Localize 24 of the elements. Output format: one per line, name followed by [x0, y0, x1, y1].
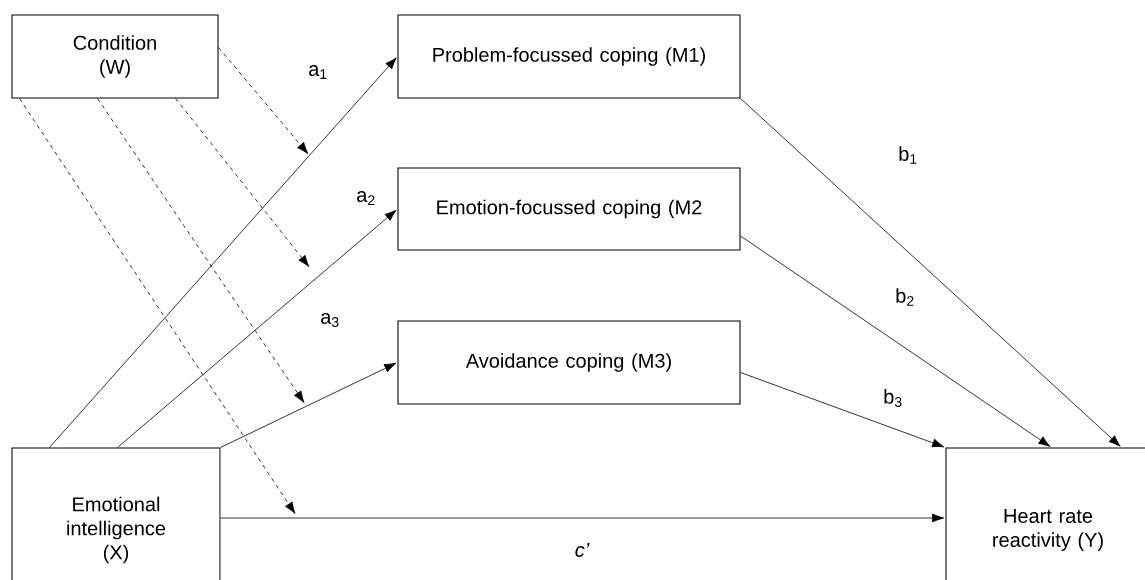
variable-box: Heart rate reactivity (Y) [945, 447, 1145, 580]
variable-box: Problem-focussed coping (M1) [397, 14, 741, 99]
edge-label: b$_{2}$ [893, 286, 917, 308]
edge-label: c’ [573, 541, 591, 559]
variable-box: Condition (W) [11, 14, 219, 99]
moderation-arrow [175, 98, 310, 267]
variable-box: Avoidance coping (M3) [397, 320, 741, 405]
edge-label: a$_{1}$ [306, 63, 330, 81]
edge-label: a$_{2}$ [354, 189, 378, 207]
variable-box: Emotion-focussed coping (M2 [397, 167, 741, 251]
edge-label: b$_{1}$ [896, 144, 920, 166]
edge-label: a$_{3}$ [318, 311, 342, 329]
arrow [740, 235, 1051, 447]
moderation-arrow [19, 98, 296, 514]
arrow [220, 513, 945, 523]
arrow [740, 372, 945, 448]
arrow [220, 362, 397, 448]
moderation-arrow [218, 47, 309, 155]
moderation-arrow [97, 98, 305, 403]
variable-box: Emotional intelligence (X) [11, 447, 221, 580]
arrow [117, 209, 397, 448]
arrow [49, 57, 397, 448]
edge-label: b$_{3}$ [881, 387, 905, 409]
arrow [740, 98, 1121, 447]
